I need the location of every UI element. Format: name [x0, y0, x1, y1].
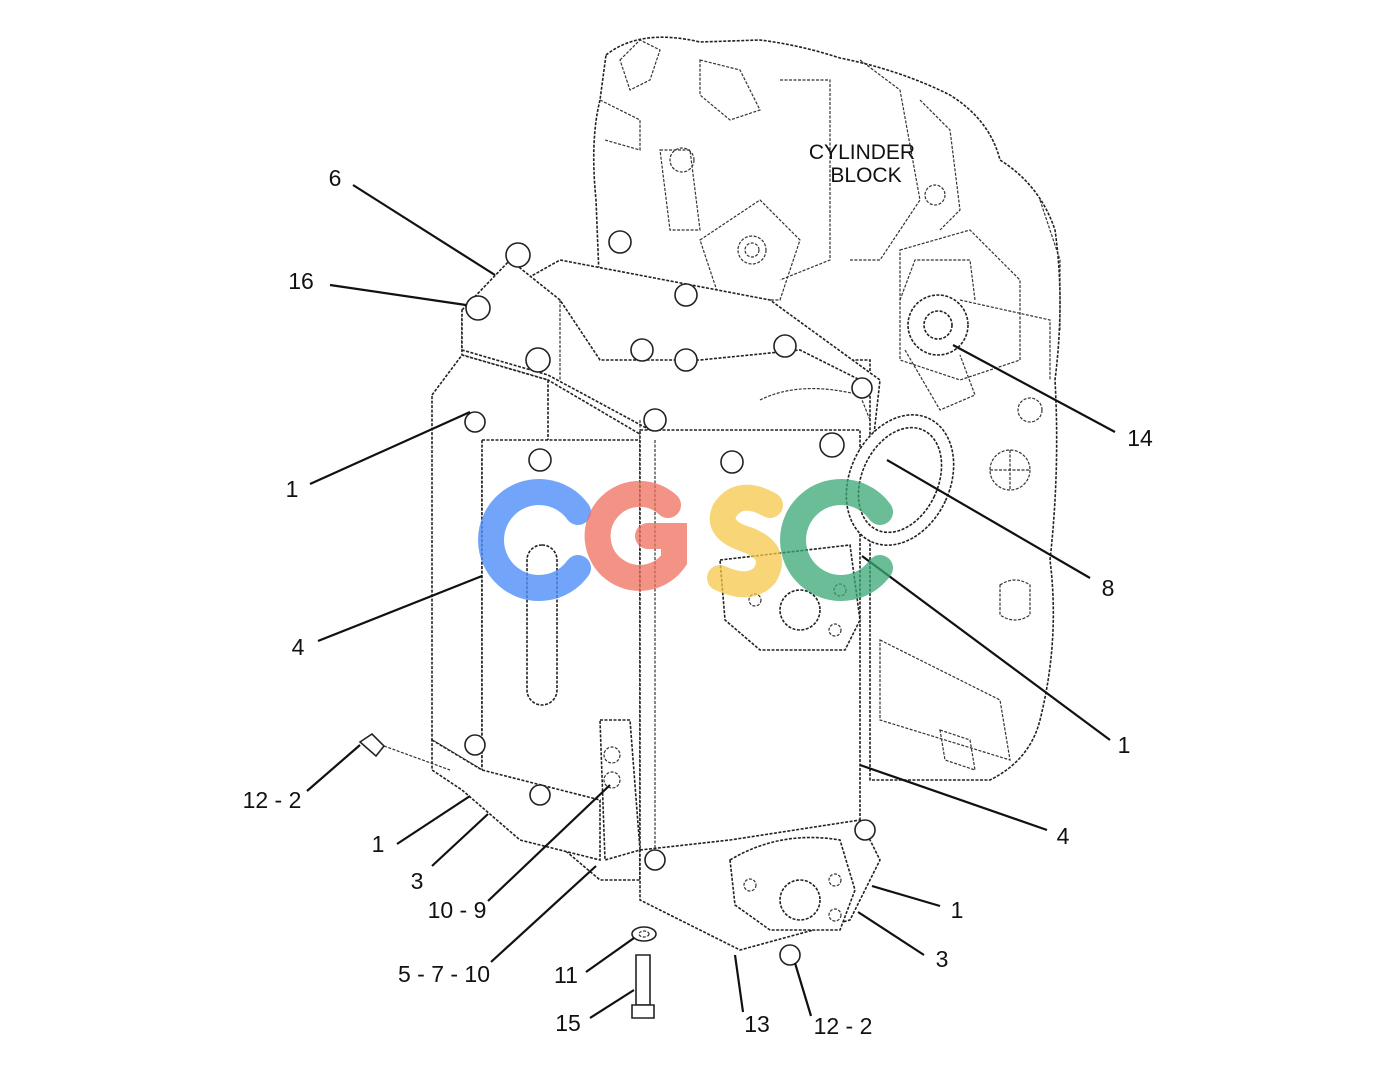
- callout-10-9: 10 - 9: [428, 897, 487, 923]
- callout-5-7-10: 5 - 7 - 10: [398, 961, 490, 987]
- callout-4-left: 4: [292, 634, 305, 660]
- oil-cooler-assembly-drawing: [358, 230, 976, 1019]
- callout-1-lower-right: 1: [951, 897, 964, 923]
- callout-4-right: 4: [1057, 823, 1070, 849]
- callout-1-lower-left: 1: [372, 831, 385, 857]
- callout-8: 8: [1102, 575, 1115, 601]
- callout-1-upper-left: 1: [286, 476, 299, 502]
- callout-15: 15: [555, 1010, 581, 1036]
- callout-1-mid-right: 1: [1118, 732, 1131, 758]
- callout-labels: 6 16 1 4 12 - 2 1 3 10 - 9 5 - 7 - 10 11…: [243, 165, 1153, 1039]
- callout-12-2-left: 12 - 2: [243, 787, 302, 813]
- callout-3-right: 3: [936, 946, 949, 972]
- callout-13: 13: [744, 1011, 770, 1037]
- callout-12-2-bottom: 12 - 2: [814, 1013, 873, 1039]
- callout-3-left: 3: [411, 868, 424, 894]
- cylinder-block-drawing: [592, 36, 1061, 781]
- leader-lines: [306, 184, 1116, 1019]
- callout-16: 16: [288, 268, 314, 294]
- callout-14: 14: [1127, 425, 1153, 451]
- block-label-line1: CYLINDER: [809, 141, 915, 164]
- watermark: [478, 479, 893, 601]
- block-label-line2: BLOCK: [830, 164, 901, 187]
- callout-11: 11: [554, 962, 578, 988]
- bolt-heads: [464, 230, 876, 966]
- callout-6: 6: [329, 165, 342, 191]
